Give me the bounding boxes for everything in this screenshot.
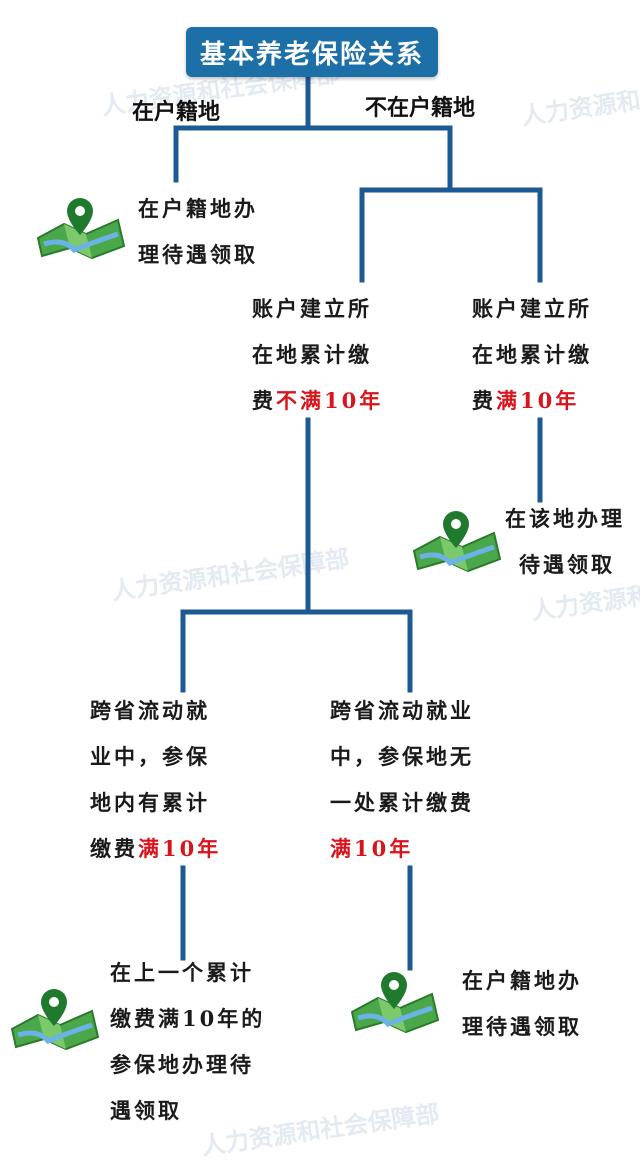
node-huji-bottom: 在户籍地办 理待遇领取 bbox=[462, 968, 582, 1039]
map-pin-icon bbox=[34, 194, 126, 260]
map-pin-icon bbox=[8, 985, 100, 1051]
node-last-place: 在上一个累计 缴费满10年的 参保地办理待 遇领取 bbox=[110, 960, 266, 1123]
node-claim-here: 在该地办理 待遇领取 bbox=[505, 506, 625, 577]
map-pin-icon bbox=[348, 968, 440, 1034]
page-title: 基本养老保险关系 bbox=[186, 27, 438, 77]
node-huji-left: 在户籍地办 理待遇领取 bbox=[138, 196, 258, 267]
node-cross-province-without-10y: 跨省流动就业 中，参保地无 一处累计缴费 满10年 bbox=[330, 698, 474, 861]
branch-label-in-huji: 在户籍地 bbox=[132, 99, 221, 125]
node-cross-province-with-10y: 跨省流动就 业中，参保 地内有累计 缴费满10年 bbox=[90, 698, 222, 861]
map-pin-icon bbox=[410, 507, 502, 573]
branch-label-not-in-huji: 不在户籍地 bbox=[365, 95, 476, 121]
node-less-than-10-years: 账户建立所 在地累计缴 费不满10年 bbox=[252, 296, 384, 413]
node-10-years-or-more: 账户建立所 在地累计缴 费满10年 bbox=[472, 296, 592, 413]
